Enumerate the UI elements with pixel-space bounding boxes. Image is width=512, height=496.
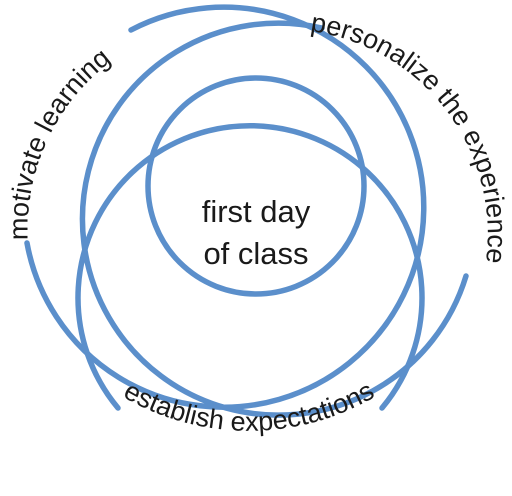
center-label-line2: of class [203,236,308,271]
circle-right-arc [24,4,427,410]
circle-top [145,75,367,297]
circle-left-arc [79,20,469,418]
center-label-line1: first day [202,194,311,229]
circle-bottom-arc [75,122,425,411]
